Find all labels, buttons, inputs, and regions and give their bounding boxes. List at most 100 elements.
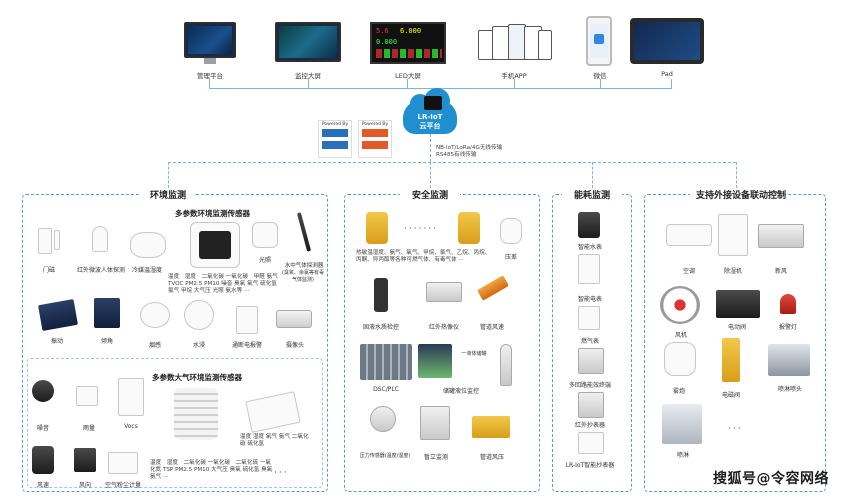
section-connector-env	[168, 162, 169, 188]
multi-loop-terminal-icon	[578, 348, 604, 374]
pressure-sensor-icon	[370, 406, 396, 432]
atmos-subpanel	[27, 358, 323, 488]
wechat-phone-icon	[586, 16, 612, 66]
section-connector-safety	[430, 162, 431, 188]
linkage-item-valve: 电动阀	[727, 324, 746, 331]
env-gas-detector-note: (臭氧、余氯等有毒气体监测)	[282, 270, 324, 283]
powered-by-text-2: Powered By	[361, 122, 389, 127]
linkage-item-ac: 空调	[682, 268, 695, 275]
cloud-subtitle: 云平台	[419, 122, 441, 130]
tilt-sensor-icon	[94, 298, 120, 328]
linkage-item-fresh-air: 新风	[774, 268, 787, 275]
smoke-detector-icon	[140, 302, 170, 328]
door-sensor-icon	[38, 228, 52, 254]
env-item-cold: 冷媒温湿度	[131, 267, 162, 274]
tank-level-monitor-icon	[418, 344, 452, 378]
safety-item-pressure-diff: 压差	[504, 254, 517, 261]
atmos-item-dust: 空气粉尘计量	[104, 482, 141, 489]
atmos-item-wind-direction: 风向	[78, 482, 91, 489]
safety-tank-label: 一液体储罐	[461, 351, 487, 357]
device-label-big-screen: 监控大屏	[295, 72, 321, 80]
monitoring-big-screen-icon	[275, 22, 341, 62]
section-connector-linkage	[736, 162, 737, 188]
safety-item-dcs: DSC/PLC	[373, 386, 399, 393]
lr-iot-reader-icon	[578, 432, 604, 454]
atmos-item-wind-speed: 风速	[36, 482, 49, 489]
infrared-reader-icon	[578, 392, 604, 418]
smart-water-meter-icon	[578, 212, 600, 238]
cloud-server-stack	[424, 96, 442, 110]
env-item-power: 通断电报警	[231, 342, 262, 349]
multi-env-title: 多参数环境监测传感器	[175, 209, 250, 218]
linkage-item-alarm: 报警灯	[778, 324, 797, 331]
camera-icon	[276, 310, 312, 328]
atmos-item-noise: 噪音	[36, 425, 49, 432]
water-leak-sensor-icon	[184, 300, 214, 330]
pad-tablet-icon	[630, 18, 704, 64]
gas-detector-safety-icon-1	[366, 212, 388, 244]
fog-cannon-icon	[664, 342, 696, 376]
solenoid-valve-icon	[722, 338, 740, 382]
power-outage-alarm-icon	[236, 306, 258, 334]
env-item-gas-detector: 水中气体探测器	[284, 263, 324, 269]
energy-item-gas: 燃气表	[580, 338, 599, 345]
vocs-sensor-icon	[118, 378, 144, 416]
linkage-item-sprinkler: 喷淋	[676, 452, 689, 459]
wind-direction-sensor-icon	[74, 448, 96, 472]
led-line-3: 0.000	[376, 38, 398, 46]
linkage-item-solenoid: 电磁阀	[721, 392, 740, 399]
env-item-tilt: 倾角	[100, 338, 113, 345]
top-connector-v1	[209, 79, 210, 89]
safety-item-tank: 储罐液位监控	[442, 388, 479, 395]
door-sensor-magnet-icon	[54, 230, 60, 250]
linkage-item-dehumidifier: 除湿机	[723, 268, 742, 275]
light-sensor-icon	[252, 222, 278, 248]
env-item-camera: 摄像头	[285, 342, 304, 349]
pile-monitor-icon	[420, 406, 450, 440]
infrared-sensor-icon	[92, 226, 108, 252]
safety-gas-description: 热敏温湿度、氨气、氧气、甲烷、氯气、乙烷、丙烷、丙酮、异丙醇等各种可燃气体、有毒…	[356, 250, 491, 263]
thermal-imager-icon	[426, 282, 462, 302]
sprinkler-nozzle-icon	[768, 344, 810, 376]
linkage-item-nozzle: 喷淋喷头	[777, 386, 802, 393]
watermark: 搜狐号@令容网络	[713, 471, 829, 487]
wind-speed-sensor-icon	[32, 446, 54, 474]
safety-item-duct-speed: 管道风速	[479, 324, 504, 331]
transmission-text-1: NB-IoT/LoRa/4G无线传输	[436, 145, 503, 151]
gas-detector-safety-icon-2	[458, 212, 480, 244]
multi-env-sensor-icon	[190, 222, 240, 268]
rain-gauge-icon	[76, 386, 98, 406]
top-connector-v6	[671, 79, 672, 89]
top-connector-v4	[514, 79, 515, 89]
differential-pressure-icon	[500, 218, 522, 244]
energy-item-multi-loop: 多回路能效终端	[568, 382, 611, 389]
air-conditioner-icon	[666, 224, 712, 246]
linkage-more-dots: ···	[728, 424, 743, 434]
led-line-1: 5.6	[376, 27, 389, 35]
energy-item-electric: 智能电表	[577, 296, 602, 303]
powered-by-text-1: Powered By	[321, 122, 349, 127]
level-meter-icon	[500, 344, 512, 386]
top-connector-v5	[600, 79, 601, 89]
smart-electric-meter-icon	[578, 254, 600, 284]
powered-by-badge-2: Powered By	[358, 120, 392, 158]
gas-meter-icon	[578, 306, 600, 330]
management-platform-monitor-icon	[184, 22, 236, 58]
atmos-side-description: 温度 湿度 氧气 氨气 二氧化碳 硫化氢	[240, 434, 309, 447]
linkage-item-fog: 雾炮	[672, 388, 685, 395]
dehumidifier-icon	[718, 214, 748, 256]
device-label-wechat: 微信	[593, 72, 607, 80]
led-line-2: 6.000	[400, 27, 422, 35]
device-label-pad: Pad	[661, 70, 673, 78]
energy-item-infrared: 红外抄表器	[574, 422, 605, 429]
atmos-more-dots: ···	[274, 468, 289, 478]
env-section-title: 环境监测	[140, 188, 196, 201]
energy-section-title: 能耗监测	[562, 188, 622, 201]
safety-item-pile: 暂立监测	[423, 454, 448, 461]
powered-by-badge-1: Powered By	[318, 120, 352, 158]
cold-storage-sensor-icon	[130, 232, 166, 258]
transmission-text-2: RS485有线传输	[436, 152, 477, 158]
top-connector-v2	[308, 79, 309, 89]
fresh-air-unit-icon	[758, 224, 804, 248]
device-label-management: 管理平台	[197, 72, 223, 80]
